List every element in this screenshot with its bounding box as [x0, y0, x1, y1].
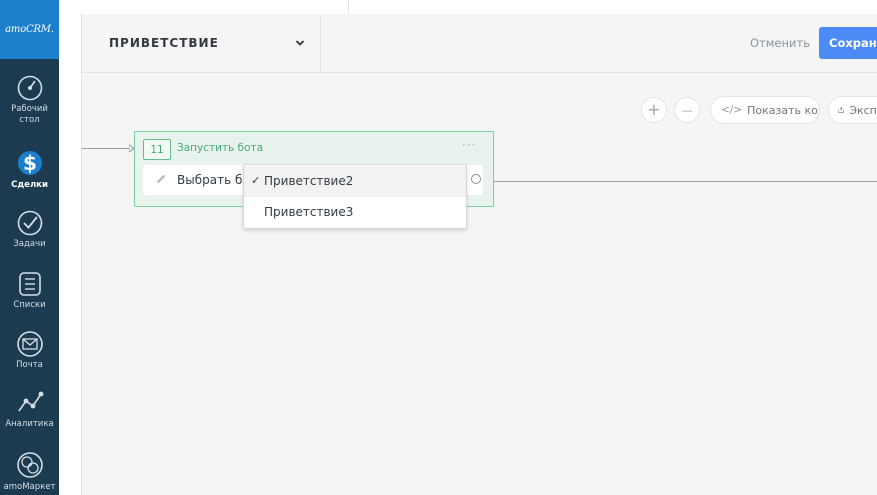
dashboard-icon — [17, 75, 42, 101]
sidebar-item-label: amoМаркет — [3, 482, 56, 492]
outgoing-connection-line — [476, 181, 877, 182]
zoom-in-button[interactable]: + — [641, 97, 667, 123]
pipeline-select[interactable]: ПРИВЕТСТВИЕ — [82, 14, 321, 72]
dropdown-option[interactable]: Приветствие3 — [244, 197, 466, 228]
sidebar-item-label: Задачи — [13, 239, 46, 249]
svg-text:$: $ — [23, 151, 37, 175]
pencil-icon — [157, 174, 166, 183]
chevron-down-icon — [295, 40, 305, 46]
sidebar-item-analytics[interactable]: Аналитика — [0, 389, 59, 430]
zoom-out-button[interactable]: — — [674, 97, 700, 123]
export-icon — [838, 107, 844, 113]
select-bot-text: Выбрать бота — [177, 173, 265, 187]
mail-icon — [16, 331, 43, 357]
show-code-button[interactable]: </> Показать код — [710, 96, 820, 124]
node-menu-icon[interactable]: ··· — [462, 138, 477, 152]
top-strip — [59, 0, 877, 14]
sidebar-item-label: Аналитика — [5, 419, 54, 429]
sidebar-item-dashboard[interactable]: Рабочий стол — [0, 74, 59, 126]
editor-header: ПРИВЕТСТВИЕ Отменить Сохранить — [82, 14, 877, 73]
incoming-connection-line — [82, 148, 130, 149]
dropdown-option[interactable]: ✓ Приветствие2 — [244, 166, 466, 197]
sidebar-item-deals[interactable]: $ Сделки — [0, 146, 59, 191]
export-label: Экспорт — [849, 103, 877, 117]
sidebar-item-label: Сделки — [11, 180, 48, 190]
bot-editor-canvas[interactable]: ПРИВЕТСТВИЕ Отменить Сохранить + — </> П… — [81, 14, 877, 495]
sidebar-item-label: Списки — [13, 300, 46, 310]
dropdown-option-label: Приветствие3 — [264, 205, 354, 219]
cancel-button[interactable]: Отменить — [750, 36, 810, 50]
node-number: 11 — [143, 139, 171, 160]
output-port[interactable] — [471, 174, 481, 184]
save-button[interactable]: Сохранить — [819, 27, 877, 59]
left-strip — [59, 14, 81, 495]
deals-icon: $ — [17, 151, 42, 175]
lists-icon — [18, 272, 41, 296]
market-icon — [16, 452, 43, 478]
sidebar-item-label: Почта — [16, 360, 43, 370]
code-icon: </> — [721, 104, 743, 116]
sidebar: amoCRM. Рабочий стол $ Сделки Задачи Спи — [0, 0, 59, 495]
node-title: Запустить бота — [177, 142, 264, 154]
sidebar-item-mail[interactable]: Почта — [0, 330, 59, 371]
minus-icon: — — [681, 103, 693, 117]
analytics-icon — [17, 391, 43, 412]
tasks-icon — [17, 210, 42, 236]
show-code-label: Показать код — [747, 103, 820, 117]
pipeline-title: ПРИВЕТСТВИЕ — [109, 36, 219, 50]
logo-text: amoCRM. — [5, 24, 54, 35]
sidebar-item-lists[interactable]: Списки — [0, 270, 59, 311]
bot-dropdown[interactable]: ✓ Приветствие2 Приветствие3 — [243, 164, 467, 229]
save-button-label: Сохранить — [829, 36, 877, 50]
sidebar-item-label: Рабочий стол — [11, 104, 48, 125]
plus-icon: + — [647, 100, 661, 119]
sidebar-item-tasks[interactable]: Задачи — [0, 209, 59, 250]
export-button[interactable]: Экспорт — [828, 96, 877, 124]
check-icon: ✓ — [251, 174, 261, 187]
sidebar-item-market[interactable]: amoМаркет — [0, 450, 59, 493]
dropdown-option-label: Приветствие2 — [264, 174, 354, 188]
logo[interactable]: amoCRM. — [0, 0, 59, 59]
